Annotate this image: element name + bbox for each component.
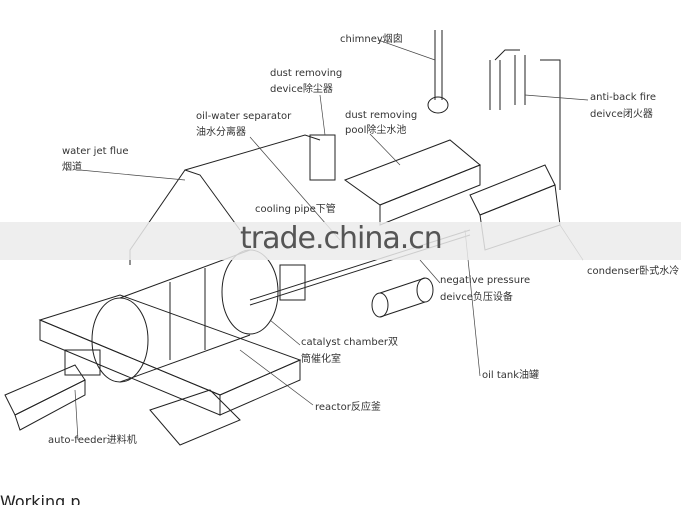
watermark: trade.china.cn xyxy=(240,221,443,256)
label-dust-device-2: device除尘器 xyxy=(270,84,333,95)
label-condenser: condenser卧式水冷 xyxy=(587,266,680,277)
footer-heading: Working p xyxy=(0,492,81,505)
auto-feeder xyxy=(4,349,101,431)
anti-back-fire-device xyxy=(489,49,526,110)
label-dust-pool-2: pool除尘水池 xyxy=(345,125,407,136)
label-flue-1: water jet flue xyxy=(62,146,129,157)
dust-removing-pool xyxy=(343,139,481,206)
label-separator-2: 油水分离器 xyxy=(196,127,246,138)
leader-lines xyxy=(74,39,589,441)
label-negative-1: negative pressure xyxy=(440,275,531,286)
reactor-drum xyxy=(91,249,279,383)
label-antiback-1: anti-back fire xyxy=(590,92,657,103)
label-cooling: cooling pipe下管 xyxy=(255,204,336,215)
label-flue-2: 烟道 xyxy=(62,162,82,173)
label-catalyst-2: 筒催化室 xyxy=(301,354,341,365)
dust-removing-device xyxy=(309,134,336,181)
label-dust-pool-1: dust removing xyxy=(345,110,418,121)
watermark-band xyxy=(0,222,681,260)
catalyst-chamber xyxy=(279,264,306,301)
collection-bin xyxy=(149,389,241,446)
label-feeder: auto-feeder进料机 xyxy=(48,435,137,446)
label-chimney: chimney烟囱 xyxy=(340,34,403,45)
label-catalyst-1: catalyst chamber双 xyxy=(301,337,398,348)
label-separator-1: oil-water separator xyxy=(196,111,292,122)
label-negative-2: deivce负压设备 xyxy=(440,292,513,303)
label-antiback-2: deivce闭火器 xyxy=(590,109,653,120)
label-oil-tank: oil tank油罐 xyxy=(482,370,540,381)
label-dust-device-1: dust removing xyxy=(270,68,343,79)
oil-tank xyxy=(371,277,434,318)
label-reactor: reactor反应釜 xyxy=(315,402,381,413)
